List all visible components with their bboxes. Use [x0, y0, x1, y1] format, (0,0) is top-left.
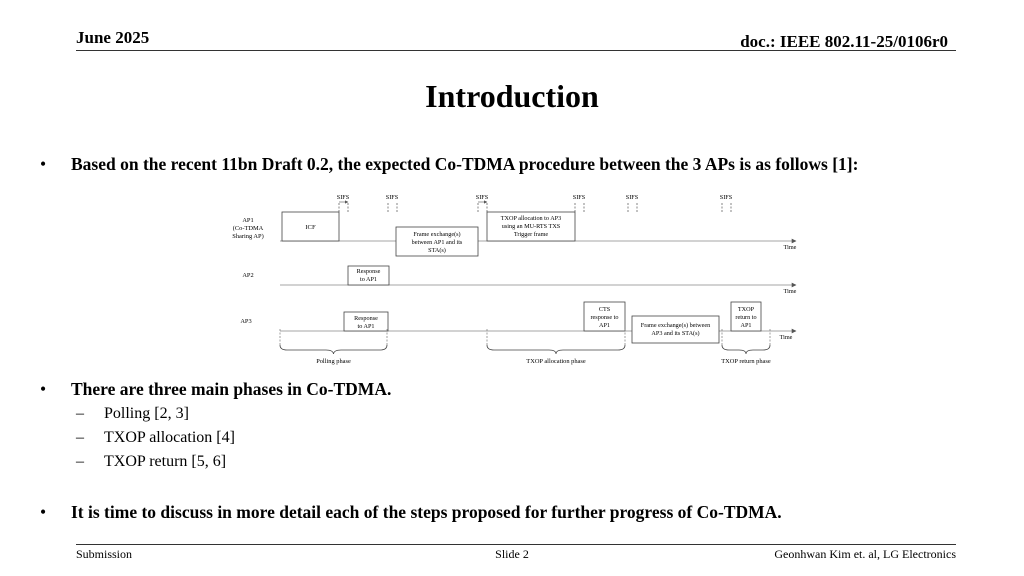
label-line: using an MU-RTS TXS [502, 223, 561, 230]
bullet-marker: • [40, 379, 47, 399]
footer-submission: Submission [76, 547, 133, 561]
label-line: Frame exchange(s) [413, 231, 460, 238]
time-label: Time [784, 244, 797, 251]
label-line: TXOP [738, 306, 755, 313]
ap1-label: AP1 (Co-TDMA Sharing AP) [232, 217, 263, 240]
ap2-response-label: Response to AP1 [357, 268, 381, 283]
dash-marker: – [76, 405, 84, 422]
sub-item-text: TXOP allocation [4] [104, 429, 235, 446]
sub-item-txop-return: – TXOP return [5, 6] [76, 453, 226, 471]
phase-boundaries [279, 329, 771, 345]
sifs-label: SIFS [720, 194, 733, 201]
ap1-label-line: AP1 [242, 217, 253, 224]
txop-allocation-label: TXOP allocation to AP3 using an MU-RTS T… [501, 215, 561, 238]
txop-return-label: TXOP return to AP1 [735, 306, 756, 329]
bullet-procedure: • Based on the recent 11bn Draft 0.2, th… [40, 154, 858, 175]
phase-label-txop-return: TXOP return phase [721, 358, 771, 365]
bullet-text: It is time to discuss in more detail eac… [71, 502, 782, 522]
time-label: Time [780, 334, 793, 341]
label-line: Response [354, 315, 378, 322]
label-line: to AP1 [357, 323, 374, 330]
label-line: AP1 [740, 322, 751, 329]
label-line: CTS [599, 306, 611, 313]
phase-braces [279, 344, 771, 355]
sub-item-text: Polling [2, 3] [104, 405, 189, 422]
bullet-phases: • There are three main phases in Co-TDMA… [40, 379, 391, 400]
label-line: AP1 [599, 322, 610, 329]
bullet-text: There are three main phases in Co-TDMA. [71, 379, 392, 399]
ap2-label: AP2 [242, 272, 253, 279]
label-line: Response [357, 268, 381, 275]
cts-frame [583, 301, 626, 332]
txop-return-frame [730, 301, 762, 332]
ap1-label-line: Sharing AP) [232, 233, 263, 240]
label-line: TXOP allocation to AP3 [501, 215, 561, 222]
sub-item-polling: – Polling [2, 3] [76, 405, 189, 423]
dash-marker: – [76, 453, 84, 470]
bullet-marker: • [40, 502, 47, 522]
ap3-label: AP3 [240, 318, 251, 325]
footer-slide-number: Slide 2 [495, 547, 529, 561]
label-line: response to [590, 314, 618, 321]
header-doc-id: doc.: IEEE 802.11-25/0106r0 [740, 32, 948, 51]
footer-divider [76, 544, 956, 545]
header-date: June 2025 [76, 28, 150, 47]
phase-label-polling: Polling phase [316, 358, 351, 365]
time-label: Time [784, 288, 797, 295]
label-line: AP3 and its STA(s) [651, 330, 699, 337]
bullet-text: Based on the recent 11bn Draft 0.2, the … [71, 154, 859, 174]
sifs-labels: SIFS SIFS SIFS SIFS SIFS SIFS [337, 194, 733, 201]
sub-item-txop-allocation: – TXOP allocation [4] [76, 429, 235, 447]
dash-marker: – [76, 429, 84, 446]
ap1-frame-exchange-label: Frame exchange(s) between AP1 and its ST… [412, 231, 463, 254]
ap3-frame-exchange [631, 315, 720, 344]
ap3-response-label: Response to AP1 [354, 315, 378, 330]
sifs-label: SIFS [386, 194, 399, 201]
sub-item-text: TXOP return [5, 6] [104, 453, 227, 470]
ap2-response-frame [347, 265, 390, 286]
ap3-response-frame [343, 311, 389, 332]
label-line: STA(s) [428, 247, 446, 254]
ap1-frame-exchange [395, 226, 479, 257]
sifs-markers [338, 203, 732, 213]
icf-frame [281, 211, 340, 242]
cts-label: CTS response to AP1 [590, 306, 618, 329]
ap1-label-line: (Co-TDMA [233, 225, 264, 232]
sifs-label: SIFS [476, 194, 489, 201]
icf-label: ICF [305, 224, 316, 231]
label-line: between AP1 and its [412, 239, 463, 246]
sifs-label: SIFS [337, 194, 350, 201]
sifs-label: SIFS [626, 194, 639, 201]
ap3-frame-exchange-label: Frame exchange(s) between AP3 and its ST… [641, 322, 710, 337]
phase-label-txop-allocation: TXOP allocation phase [526, 358, 586, 365]
bullet-marker: • [40, 154, 47, 174]
bullet-discussion: • It is time to discuss in more detail e… [40, 502, 782, 523]
label-line: Trigger frame [514, 231, 549, 238]
label-line: return to [735, 314, 756, 321]
slide-title: Introduction [425, 78, 599, 114]
sifs-label: SIFS [573, 194, 586, 201]
label-line: to AP1 [360, 276, 377, 283]
phase-labels: Polling phase TXOP allocation phase TXOP… [316, 358, 771, 365]
footer-authors: Geonhwan Kim et. al, LG Electronics [774, 547, 956, 561]
txop-allocation-frame [486, 211, 576, 242]
header-divider [76, 50, 956, 51]
label-line: Frame exchange(s) between [641, 322, 710, 329]
